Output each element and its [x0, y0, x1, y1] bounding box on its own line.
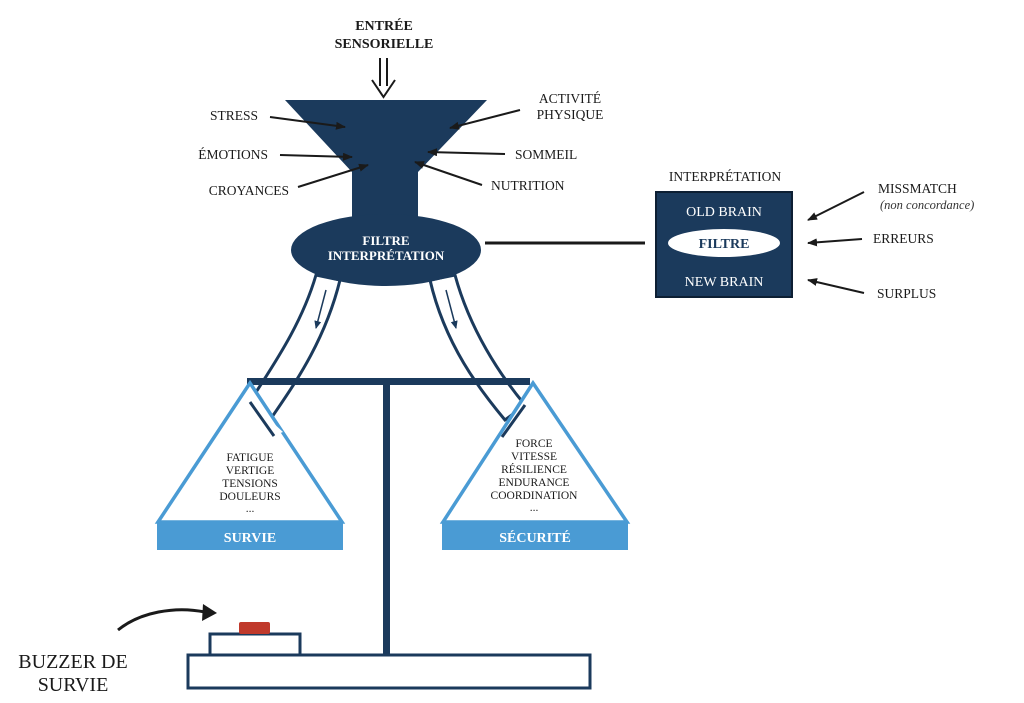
- securite-triangle: [439, 379, 631, 524]
- input-nutrition: NUTRITION: [491, 178, 565, 193]
- securite-label: SÉCURITÉ: [499, 529, 571, 546]
- surplus-arrow-icon: [807, 278, 865, 294]
- survie-triangle: [154, 379, 346, 524]
- survie-label: SURVIE: [224, 531, 276, 546]
- buzzer-body: [208, 632, 302, 657]
- balance-base: [186, 653, 592, 690]
- filtre-ellipse: [668, 229, 780, 257]
- filter-interpretation-ellipse: [291, 214, 481, 286]
- filter-ellipse-line2: INTERPRÉTATION: [328, 248, 445, 263]
- securite-item: ENDURANCE: [499, 477, 570, 489]
- survie-item: ...: [246, 503, 255, 515]
- buzzer-curved-arrow-icon: [117, 608, 206, 632]
- missmatch-arrow-icon: [807, 191, 865, 221]
- old-brain-label: OLD BRAIN: [686, 205, 762, 220]
- sommeil-arrow-icon: [427, 148, 506, 157]
- emotions-arrow-icon: [279, 152, 353, 161]
- securite-item: COORDINATION: [491, 490, 579, 502]
- interpretation-heading: INTERPRÉTATION: [669, 169, 781, 184]
- input-stress: STRESS: [210, 108, 258, 123]
- securite-item: FORCE: [515, 438, 552, 450]
- croyances-arrow-icon: [297, 163, 369, 188]
- filter-ellipse-line1: FILTRE: [362, 233, 409, 248]
- title-line2: SENSORIELLE: [335, 37, 434, 52]
- securite-item: RÉSILIENCE: [501, 462, 567, 476]
- buzzer-label-line2: SURVIE: [38, 674, 109, 696]
- flow-band-right: [428, 273, 528, 423]
- balance-post: [383, 385, 390, 655]
- band-edge-left: [248, 401, 276, 437]
- missmatch-label: MISSMATCH: [878, 181, 957, 196]
- activite-arrow-icon: [449, 109, 521, 130]
- survie-plate: [157, 523, 343, 550]
- buzzer-label-line1: BUZZER DE: [18, 651, 127, 673]
- input-sommeil: SOMMEIL: [515, 147, 577, 162]
- title-line1: ENTRÉE: [355, 17, 413, 34]
- survie-item: DOULEURS: [219, 491, 280, 503]
- filtre-label: FILTRE: [699, 237, 750, 252]
- securite-item: ...: [530, 502, 539, 514]
- new-brain-label: NEW BRAIN: [685, 275, 764, 290]
- securite-plate: [442, 523, 628, 550]
- missmatch-note: (non concordance): [880, 198, 974, 212]
- erreurs-label: ERREURS: [873, 231, 934, 246]
- input-croyances: CROYANCES: [209, 183, 289, 198]
- surplus-label: SURPLUS: [877, 286, 936, 301]
- nutrition-arrow-icon: [414, 161, 483, 186]
- survie-item: TENSIONS: [222, 478, 278, 490]
- securite-item: VITESSE: [511, 451, 557, 463]
- input-emotions: ÉMOTIONS: [198, 147, 268, 162]
- input-activite-line2: PHYSIQUE: [537, 107, 604, 122]
- balance-beam: [247, 378, 530, 385]
- band-edge-right: [500, 404, 527, 438]
- survie-item: FATIGUE: [226, 452, 273, 464]
- erreurs-arrow-icon: [807, 238, 863, 247]
- buzzer-arrowhead-icon: [202, 604, 217, 621]
- double-down-arrow-icon: [371, 58, 396, 99]
- stress-arrow-icon: [269, 116, 346, 130]
- buzzer-button: [239, 622, 270, 634]
- funnel: [285, 100, 487, 222]
- survie-item: VERTIGE: [226, 465, 275, 477]
- input-activite-line1: ACTIVITÉ: [539, 91, 601, 106]
